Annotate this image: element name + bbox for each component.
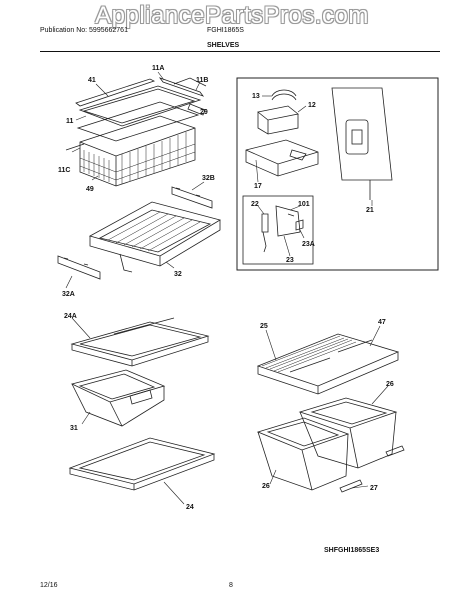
callout-22: 22: [251, 201, 259, 208]
light-housing-17: [245, 139, 319, 177]
callout-32: 32: [174, 271, 182, 278]
callout-11a: 11A: [152, 65, 164, 72]
model-number: FGHI1865S: [207, 27, 244, 34]
slide-rail-32b: [171, 186, 213, 209]
shelf-frame-11: [76, 101, 200, 142]
callout-24: 24: [186, 504, 194, 511]
callout-101: 101: [298, 201, 310, 208]
callout-41: 41: [88, 77, 96, 84]
crisper-cover-25: [256, 333, 400, 387]
shelf-rail-41: [75, 78, 156, 107]
page-number: 8: [229, 582, 233, 589]
callout-24a: 24A: [64, 313, 77, 320]
bracket-23: [275, 205, 301, 237]
header-rule: [40, 51, 440, 52]
callout-25: 25: [260, 323, 268, 330]
callout-32b: 32B: [202, 175, 215, 182]
light-lens-12: [257, 105, 299, 121]
callout-23: 23: [286, 257, 294, 264]
callout-17: 17: [254, 183, 262, 190]
callout-49: 49: [86, 186, 94, 193]
callout-47: 47: [378, 319, 386, 326]
callout-27: 27: [370, 485, 378, 492]
bracket-23a: [295, 219, 304, 231]
callout-11: 11: [66, 118, 74, 125]
rail-11c: [65, 143, 85, 151]
rail-27: [339, 479, 363, 493]
light-socket-22: [261, 213, 269, 233]
callout-13: 13: [252, 93, 260, 100]
glass-shelf-11: [78, 85, 202, 127]
callout-32a: 32A: [62, 291, 75, 298]
publication-number: Publication No: 5995662761: [40, 27, 128, 34]
callout-11c: 11C: [58, 167, 70, 174]
watermark: AppliancePartsPros.com: [95, 2, 369, 29]
control-panel-21: [331, 87, 393, 181]
callout-29: 29: [200, 109, 208, 116]
slide-rail-32a: [57, 255, 101, 280]
inset-box: [236, 77, 439, 271]
callout-21: 21: [366, 207, 374, 214]
handle-13: [271, 89, 297, 97]
section-title: SHELVES: [207, 42, 240, 49]
wire-basket-49: [79, 115, 196, 187]
bracket-11b: [158, 77, 205, 97]
callout-26-left: 26: [262, 483, 270, 490]
callout-23a: 23A: [302, 241, 315, 248]
footer-date: 12/16: [40, 582, 58, 589]
diagram-code: SHFGHI1865SE3: [324, 547, 380, 554]
callout-12: 12: [308, 102, 316, 109]
callout-31: 31: [70, 425, 78, 432]
callout-11b: 11B: [196, 77, 208, 84]
callout-26-right: 26: [386, 381, 394, 388]
inset-box-small: [242, 195, 314, 265]
